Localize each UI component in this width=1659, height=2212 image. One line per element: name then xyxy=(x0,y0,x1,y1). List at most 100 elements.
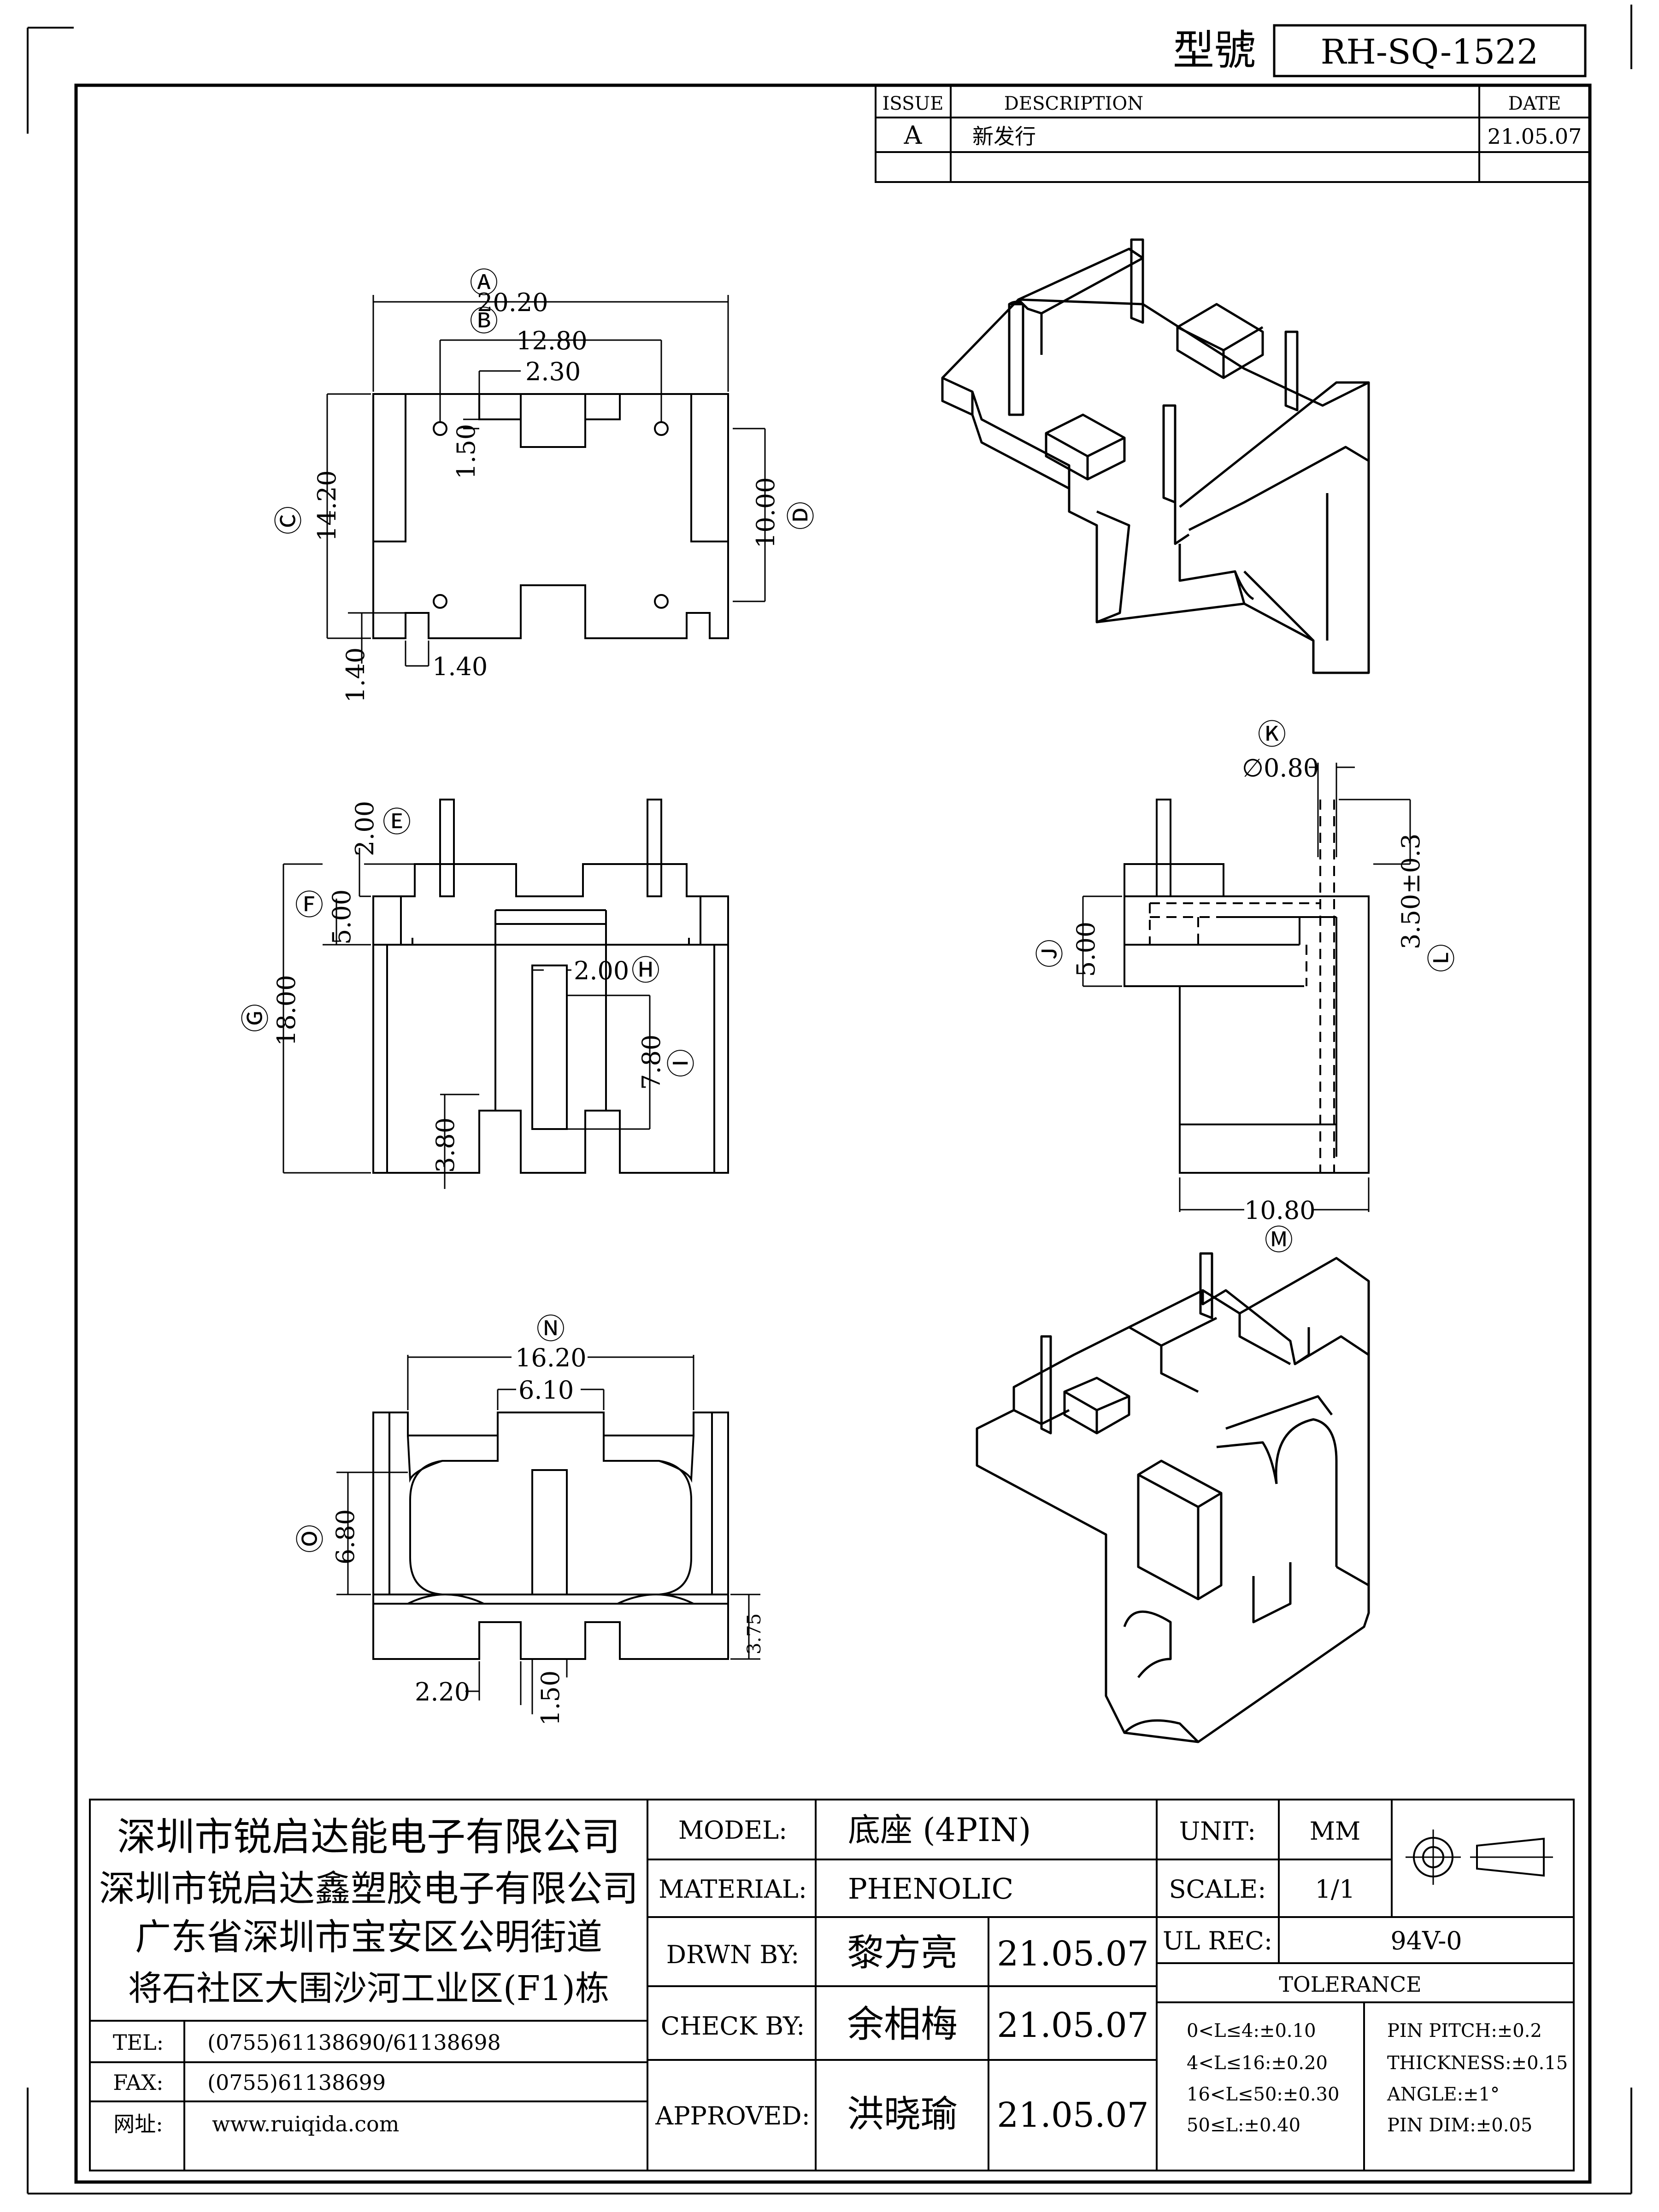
dim-O-marker: Ⓞ xyxy=(294,1524,327,1553)
tol-left-3: 16<L≤50:±0.30 xyxy=(1187,2084,1339,2105)
bottom-view-labels: Ⓝ 16.20 6.10 Ⓞ 6.80 3.75 2.20 1.50 xyxy=(294,1312,765,1726)
tolerance-title: TOLERANCE xyxy=(1279,1972,1421,1997)
rev-issue: A xyxy=(904,121,923,150)
check-name: 余相梅 xyxy=(847,2003,958,2046)
drawn-date: 21.05.07 xyxy=(997,1934,1149,1974)
dim-B: 12.80 xyxy=(516,326,588,355)
model-no-label: 型號 xyxy=(1173,26,1256,75)
drawn-name: 黎方亮 xyxy=(847,1931,958,1974)
tol-left-2: 4<L≤16:±0.20 xyxy=(1187,2053,1328,2074)
model-no: RH-SQ-1522 xyxy=(1321,32,1539,72)
tol-right-2: THICKNESS:±0.15 xyxy=(1387,2053,1568,2074)
dim-L: 3.50±0.3 xyxy=(1396,834,1425,949)
dim-A-marker: Ⓐ xyxy=(470,266,498,300)
dim-C-marker: Ⓒ xyxy=(272,506,306,535)
unit-label: UNIT: xyxy=(1179,1817,1256,1846)
rev-header-issue: ISSUE xyxy=(882,93,944,114)
dim-3-75: 3.75 xyxy=(744,1613,765,1654)
web-value: www.ruiqida.com xyxy=(212,2112,399,2136)
dim-1-50: 1.50 xyxy=(452,424,481,479)
ul-value: 94V-0 xyxy=(1390,1926,1462,1955)
dim-3-80: 3.80 xyxy=(431,1118,460,1173)
dim-6-10: 6.10 xyxy=(518,1376,574,1405)
dim-M: 10.80 xyxy=(1244,1196,1316,1225)
top-view xyxy=(326,295,766,667)
unit-value: MM xyxy=(1310,1817,1361,1846)
top-view-labels: Ⓐ 20.20 Ⓑ 12.80 2.30 1.50 Ⓒ 14.20 10.00 … xyxy=(272,266,818,703)
scale-label: SCALE: xyxy=(1169,1875,1266,1904)
model-no-box xyxy=(1273,24,1587,77)
dim-2-30: 2.30 xyxy=(525,357,581,386)
drawn-label: DRWN BY: xyxy=(666,1940,800,1969)
company-line-1: 深圳市锐启达能电子有限公司 xyxy=(117,1814,620,1859)
dim-O: 6.80 xyxy=(331,1509,360,1565)
ul-label: UL REC: xyxy=(1163,1926,1272,1955)
dim-F-marker: Ⓕ xyxy=(295,888,324,922)
rev-description: 新发行 xyxy=(972,124,1036,149)
dim-H: 2.00 xyxy=(574,956,629,985)
dim-A: 20.20 xyxy=(477,288,548,317)
dim-C: 14.20 xyxy=(312,470,341,541)
tol-right-3: ANGLE:±1° xyxy=(1387,2084,1500,2105)
dim-N-marker: Ⓝ xyxy=(536,1312,565,1346)
tel-label: TEL: xyxy=(113,2030,164,2055)
dim-1-50-bottom: 1.50 xyxy=(536,1671,565,1726)
company-line-2: 深圳市锐启达鑫塑胶电子有限公司 xyxy=(99,1868,638,1910)
tol-left-4: 50≤L:±0.40 xyxy=(1187,2115,1300,2136)
front-view-labels: 2.00 Ⓔ Ⓕ 5.00 Ⓖ 18.00 2.00 Ⓗ 7.80 Ⓘ 3.80 xyxy=(239,801,698,1173)
side-view-labels: Ⓚ ∅0.80 Ⓙ 5.00 3.50±0.3 Ⓛ 10.80 Ⓜ xyxy=(1033,718,1459,1257)
dim-1-40-vertical: 1.40 xyxy=(341,647,370,703)
title-block xyxy=(89,1799,1575,2171)
approved-date: 21.05.07 xyxy=(997,2095,1149,2135)
dim-J: 5.00 xyxy=(1071,922,1100,977)
approved-label: APPROVED: xyxy=(655,2101,810,2130)
side-view xyxy=(1082,763,1411,1212)
dim-B-marker: Ⓑ xyxy=(470,304,498,338)
dim-F: 5.00 xyxy=(327,889,356,945)
dim-M-marker: Ⓜ xyxy=(1265,1223,1293,1257)
check-date: 21.05.07 xyxy=(997,2006,1149,2045)
dim-K: ∅0.80 xyxy=(1242,753,1319,782)
model-label: MODEL: xyxy=(678,1816,787,1845)
web-label: 网址: xyxy=(113,2112,163,2136)
dim-1-40-horizontal: 1.40 xyxy=(432,652,488,681)
bottom-view xyxy=(336,1355,760,1714)
front-view xyxy=(282,799,729,1189)
material-value: PHENOLIC xyxy=(848,1872,1013,1906)
dim-G: 18.00 xyxy=(272,975,301,1046)
dim-L-marker: Ⓛ xyxy=(1425,944,1459,972)
company-line-4: 将石社区大围沙河工业区(F1)栋 xyxy=(128,1969,609,2008)
rev-header-date: DATE xyxy=(1508,93,1561,114)
iso-view-top xyxy=(941,238,1370,674)
dim-K-marker: Ⓚ xyxy=(1258,718,1286,751)
title-block-text: 深圳市锐启达能电子有限公司 深圳市锐启达鑫塑胶电子有限公司 广东省深圳市宝安区公… xyxy=(99,1811,1568,2136)
dim-E-marker: Ⓔ xyxy=(382,805,411,839)
fax-label: FAX: xyxy=(113,2070,163,2095)
material-label: MATERIAL: xyxy=(659,1875,807,1904)
scale-value: 1/1 xyxy=(1315,1875,1355,1904)
tol-right-1: PIN PITCH:±0.2 xyxy=(1387,2020,1542,2041)
revision-table: ISSUE DESCRIPTION DATE A 新发行 21.05.07 xyxy=(875,84,1591,183)
dim-J-marker: Ⓙ xyxy=(1033,939,1067,968)
approved-name: 洪晓瑜 xyxy=(847,2093,958,2136)
check-label: CHECK BY: xyxy=(661,2012,805,2041)
dim-I-marker: Ⓘ xyxy=(665,1049,698,1077)
dim-I: 7.80 xyxy=(637,1035,666,1090)
tol-left-1: 0<L≤4:±0.10 xyxy=(1187,2020,1316,2041)
rev-header-description: DESCRIPTION xyxy=(1004,93,1143,114)
iso-view-bottom xyxy=(976,1252,1370,1743)
company-line-3: 广东省深圳市宝安区公明街道 xyxy=(135,1917,602,1958)
dim-D: 10.00 xyxy=(751,477,780,548)
rev-date: 21.05.07 xyxy=(1488,124,1582,149)
tel-value: (0755)61138690/61138698 xyxy=(207,2030,501,2055)
dim-2-20: 2.20 xyxy=(415,1677,470,1706)
dim-E: 2.00 xyxy=(350,801,379,856)
dim-G-marker: Ⓖ xyxy=(239,1004,272,1032)
fax-value: (0755)61138699 xyxy=(207,2070,386,2095)
drawing-frame xyxy=(74,83,1592,2184)
dim-H-marker: Ⓗ xyxy=(631,953,660,987)
dim-D-marker: Ⓓ xyxy=(784,501,818,530)
model-value: 底座 (4PIN) xyxy=(848,1811,1031,1849)
tol-right-4: PIN DIM:±0.05 xyxy=(1387,2115,1532,2136)
dim-N: 16.20 xyxy=(515,1343,587,1372)
